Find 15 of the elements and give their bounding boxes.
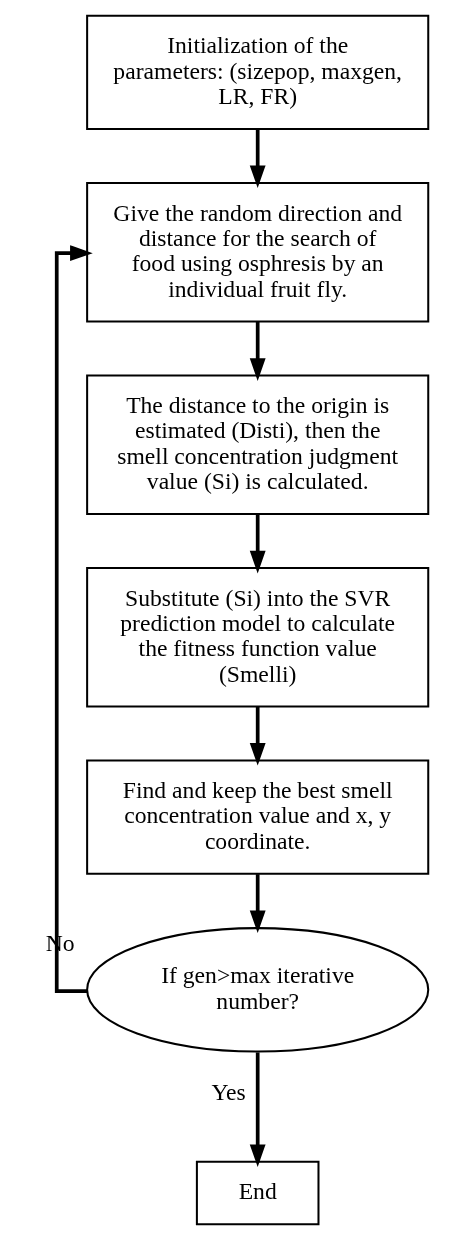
edge-label: Yes [211, 1079, 246, 1106]
arrow [249, 321, 266, 381]
node-box: Substitute (Si) into the SVR prediction model to calculate the fitness function value (Smelli) [86, 567, 430, 708]
node-box: Give the random direction and distance for the search of food using osphresis by an individual fruit fly. [86, 182, 430, 323]
node-box: End [195, 1160, 320, 1226]
arrow [249, 129, 266, 189]
arrow [249, 1052, 266, 1168]
arrow [54, 245, 93, 993]
arrow [249, 706, 266, 766]
node-box: Find and keep the best smell concentration value and x, y coordinate. [86, 759, 430, 875]
node-box: The distance to the origin is estimated (Disti), then the smell concentration judgment value (Si) is calculated. [86, 374, 430, 515]
node-ellipse: If gen>max iterative number? [86, 927, 430, 1053]
arrow [249, 874, 266, 934]
arrow [249, 514, 266, 574]
node-box: Initialization of the parameters: (sizepop, maxgen, LR, FR) [86, 14, 430, 130]
